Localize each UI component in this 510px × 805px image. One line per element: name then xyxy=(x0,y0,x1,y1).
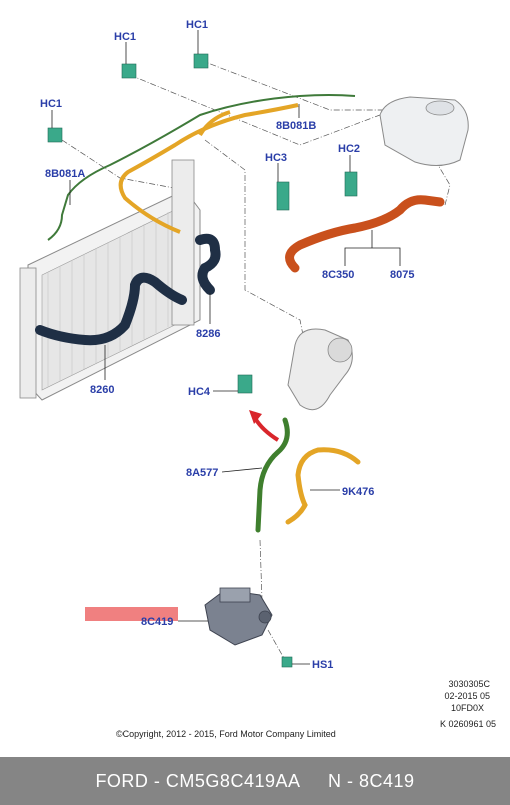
expansion-tank xyxy=(379,96,469,166)
hose-8260 xyxy=(35,272,187,346)
callout-labels: HC1 HC1 HC1 8B081B 8B081A HC3 HC2 8C350 … xyxy=(40,19,414,671)
hose-8a577 xyxy=(255,417,290,533)
ref-code-3: 10FD0X xyxy=(451,703,484,713)
label-hs1: HS1 xyxy=(312,659,333,671)
label-8b081a: 8B081A xyxy=(45,168,85,180)
ref-code-1: 3030305C xyxy=(448,679,490,689)
connector-hc1-a xyxy=(121,63,137,79)
connector-hc4 xyxy=(237,374,253,394)
footer-bar: FORD - CM5G8C419AA N - 8C419 xyxy=(0,757,510,805)
reference-codes: 3030305C 02-2015 05 10FD0X K 0260961 05 xyxy=(440,679,496,729)
label-8c419: 8C419 xyxy=(141,616,173,628)
label-8b081b: 8B081B xyxy=(276,120,316,132)
label-hc4: HC4 xyxy=(188,386,211,398)
footer-part-number: FORD - CM5G8C419AA xyxy=(95,770,301,791)
footer-spacer xyxy=(301,771,329,792)
ref-code-2: 02-2015 05 xyxy=(444,691,490,701)
connector-hc1-c xyxy=(47,127,63,143)
turbocharger xyxy=(287,328,353,411)
label-hc1-b: HC1 xyxy=(186,19,208,31)
connectors xyxy=(47,53,358,668)
label-8260: 8260 xyxy=(90,384,114,396)
connector-hs1 xyxy=(281,656,293,668)
ref-code-4: K 0260961 05 xyxy=(440,719,496,729)
hose-8286 xyxy=(195,233,221,295)
red-arrow xyxy=(253,416,280,442)
hose-yellow-top-branch xyxy=(198,110,231,137)
leader-lines xyxy=(61,59,451,661)
copyright-notice: ©Copyright, 2012 - 2015, Ford Motor Comp… xyxy=(116,729,336,739)
label-hc2: HC2 xyxy=(338,143,360,155)
red-arrow-head xyxy=(249,410,262,424)
radiator xyxy=(19,159,201,401)
highlight-bar xyxy=(85,607,178,621)
label-hc1-a: HC1 xyxy=(114,31,136,43)
connector-hc1-b xyxy=(193,53,209,69)
hose-8c350 xyxy=(285,195,445,273)
label-hc1-c: HC1 xyxy=(40,98,62,110)
connector-hc2 xyxy=(344,171,358,197)
hose-9k476 xyxy=(285,447,361,525)
label-9k476: 9K476 xyxy=(342,486,374,498)
callout-leaders xyxy=(51,30,401,665)
hose-yellow-top xyxy=(118,103,299,234)
label-8075: 8075 xyxy=(390,269,414,281)
label-8c350: 8C350 xyxy=(322,269,354,281)
label-8286: 8286 xyxy=(196,328,220,340)
footer-reference: N - 8C419 xyxy=(328,770,415,791)
label-hc3: HC3 xyxy=(265,152,287,164)
pump-8c419 xyxy=(204,587,273,646)
label-8a577: 8A577 xyxy=(186,467,218,479)
breather-line-8b081 xyxy=(47,94,356,241)
connector-hc3 xyxy=(276,181,290,211)
